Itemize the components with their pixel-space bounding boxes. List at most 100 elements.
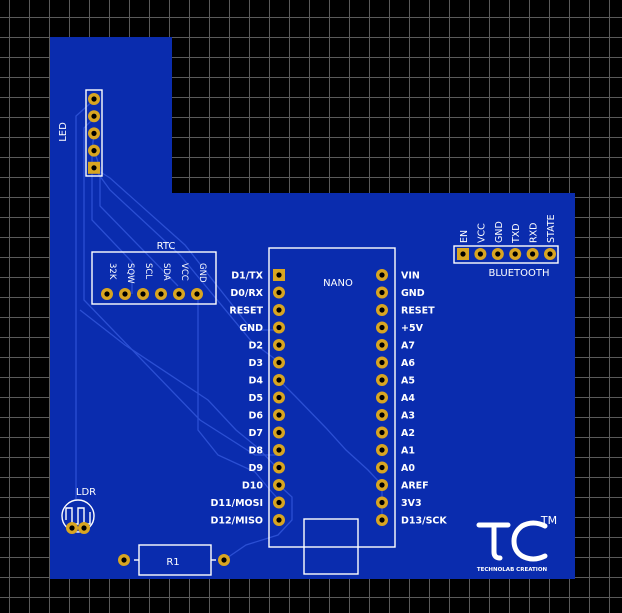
- led-pad: [88, 93, 100, 105]
- nano-left-pin-label: D6: [249, 411, 264, 422]
- nano-left-pad: [273, 426, 285, 439]
- nano-left-pad: [273, 409, 285, 421]
- resistor-label: R1: [166, 557, 179, 568]
- nano-right-pin-label: GND: [401, 288, 425, 299]
- led-pad: [88, 161, 100, 174]
- bluetooth-pin-label: TXD: [511, 223, 522, 244]
- nano-left-pin-label: D7: [249, 428, 264, 439]
- nano-right-pin-label: A2: [401, 428, 415, 439]
- nano-right-pin-label: A7: [401, 341, 415, 352]
- nano-right-pad: [376, 426, 388, 439]
- rtc-pin-label: 32K: [107, 263, 117, 280]
- led-header: LED: [58, 89, 103, 177]
- nano-left-pad: [273, 321, 285, 334]
- nano-left-pad: [273, 514, 285, 526]
- ldr-component: LDR: [61, 487, 96, 534]
- bluetooth-header: BLUETOOTH EN VCC GND TXD RXD STATE: [453, 214, 559, 279]
- nano-left-pin-label: D8: [249, 446, 264, 457]
- nano-left-pad: [273, 374, 285, 386]
- rtc-pin-label: GND: [197, 263, 207, 283]
- nano-left-pad: [273, 356, 285, 369]
- nano-title: NANO: [323, 278, 353, 289]
- nano-right-pad: [376, 391, 388, 404]
- rtc-pad: [155, 288, 167, 300]
- technolab-logo: TM TECHNOLAB CREATION: [476, 514, 557, 573]
- nano-right-pad: [376, 514, 388, 526]
- nano-right-pin-label: A6: [401, 358, 415, 369]
- bluetooth-pad: [491, 248, 504, 260]
- nano-left-pin-label: D4: [249, 376, 264, 387]
- nano-right-pad: [376, 374, 388, 386]
- bluetooth-pin-label: STATE: [546, 214, 557, 243]
- nano-left-pin-label: D1/TX: [231, 271, 263, 282]
- nano-right-pad: [376, 269, 388, 281]
- nano-left-pin-label: D2: [249, 341, 264, 352]
- nano-left-pad: [273, 461, 285, 474]
- ldr-outline: [61, 499, 95, 533]
- nano-right-pad: [376, 409, 388, 421]
- logo-company: TECHNOLAB CREATION: [477, 567, 548, 573]
- nano-right-pad: [376, 304, 388, 316]
- resistor-pad: [218, 554, 230, 566]
- nano-right-pin-label: D13/SCK: [401, 516, 447, 527]
- rtc-pad: [119, 288, 131, 300]
- nano-right-pad: [376, 444, 388, 456]
- rtc-pad: [191, 288, 203, 300]
- nano-left-pad: [273, 391, 285, 404]
- led-label: LED: [58, 122, 69, 142]
- nano-right-pad: [376, 356, 388, 369]
- rtc-pin-label: VCC: [179, 263, 189, 281]
- ldr-label: LDR: [76, 487, 96, 498]
- nano-left-pin-label: RESET: [229, 306, 263, 317]
- logo-trademark: TM: [540, 514, 557, 527]
- nano-right-pin-label: 3V3: [401, 498, 422, 509]
- bluetooth-pad: [544, 248, 556, 260]
- nano-right-pin-label: RESET: [401, 306, 435, 317]
- bluetooth-pin-label: GND: [494, 221, 505, 243]
- rtc-pin-label: SCL: [143, 263, 153, 279]
- nano-left-pin-label: D5: [249, 393, 264, 404]
- bluetooth-pad: [509, 248, 522, 260]
- nano-left-pin-label: D3: [249, 358, 264, 369]
- nano-left-pin-label: D10: [242, 481, 263, 492]
- nano-right-pin-label: A1: [401, 446, 415, 457]
- nano-right-pin-label: A5: [401, 376, 415, 387]
- nano-left-pin-label: D12/MISO: [211, 516, 263, 527]
- rtc-pad: [101, 288, 113, 300]
- nano-right-pin-label: VIN: [401, 271, 420, 282]
- nano-left-pad: [273, 304, 285, 316]
- bluetooth-pad: [457, 248, 469, 260]
- resistor-pad: [118, 554, 130, 566]
- bluetooth-pad: [474, 248, 487, 260]
- nano-right-pad: [376, 479, 388, 491]
- bluetooth-title: BLUETOOTH: [488, 268, 549, 279]
- nano-right-pad: [376, 461, 388, 474]
- nano-right-pin-label: A0: [401, 463, 415, 474]
- nano-right-pad: [376, 496, 388, 509]
- pcb-board: [50, 37, 575, 579]
- logo-c-glyph: [511, 520, 548, 562]
- bluetooth-pin-label: VCC: [476, 223, 487, 243]
- led-pad: [88, 127, 100, 140]
- nano-left-pad: [273, 444, 285, 456]
- nano-right-pad: [376, 339, 388, 351]
- rtc-pin-label: SQW: [125, 263, 135, 284]
- nano-left-pad: [273, 496, 285, 509]
- led-pad: [88, 144, 100, 157]
- rtc-pad: [137, 288, 149, 300]
- logo-t-glyph: [476, 522, 511, 561]
- nano-left-pad: [273, 339, 285, 351]
- nano-left-pin-label: D9: [249, 463, 264, 474]
- nano-right-pin-label: A4: [401, 393, 415, 404]
- bluetooth-pin-label: RXD: [529, 223, 540, 243]
- nano-right-pin-label: +5V: [401, 323, 424, 334]
- arduino-nano: NANO D1/TXD0/RXRESETGNDD2D3D4D5D6D7D8D9D…: [211, 247, 447, 575]
- rtc-title: RTC: [157, 241, 176, 252]
- rtc-pad: [173, 288, 185, 300]
- nano-left-pad: [273, 269, 285, 281]
- nano-left-pad: [273, 286, 285, 299]
- bluetooth-pin-label: EN: [459, 230, 470, 243]
- bluetooth-pad: [526, 248, 539, 260]
